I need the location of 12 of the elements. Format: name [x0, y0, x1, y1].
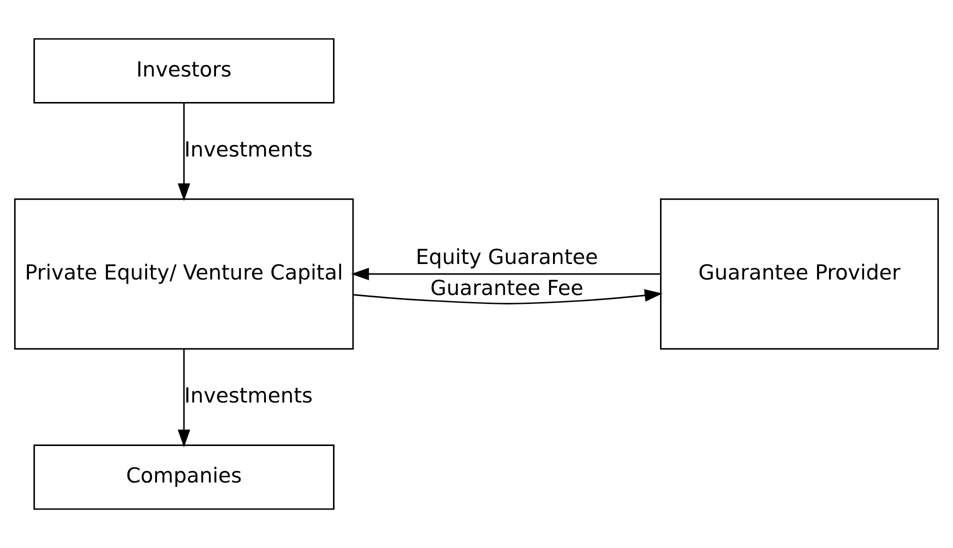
node-box: Guarantee Provider — [660, 198, 939, 350]
arrow — [178, 348, 190, 448]
node-box: Investors — [33, 38, 334, 104]
arrow — [178, 102, 190, 202]
edge-label: Equity Guarantee — [416, 244, 598, 269]
arrow — [351, 268, 661, 280]
arrow — [353, 289, 662, 304]
edge-label: Investments — [184, 137, 313, 162]
node-box: Companies — [33, 444, 334, 510]
edge-label: Investments — [184, 384, 313, 408]
node-box: Private Equity/ Venture Capital — [14, 198, 354, 350]
edge-label: Guarantee Fee — [430, 276, 584, 300]
